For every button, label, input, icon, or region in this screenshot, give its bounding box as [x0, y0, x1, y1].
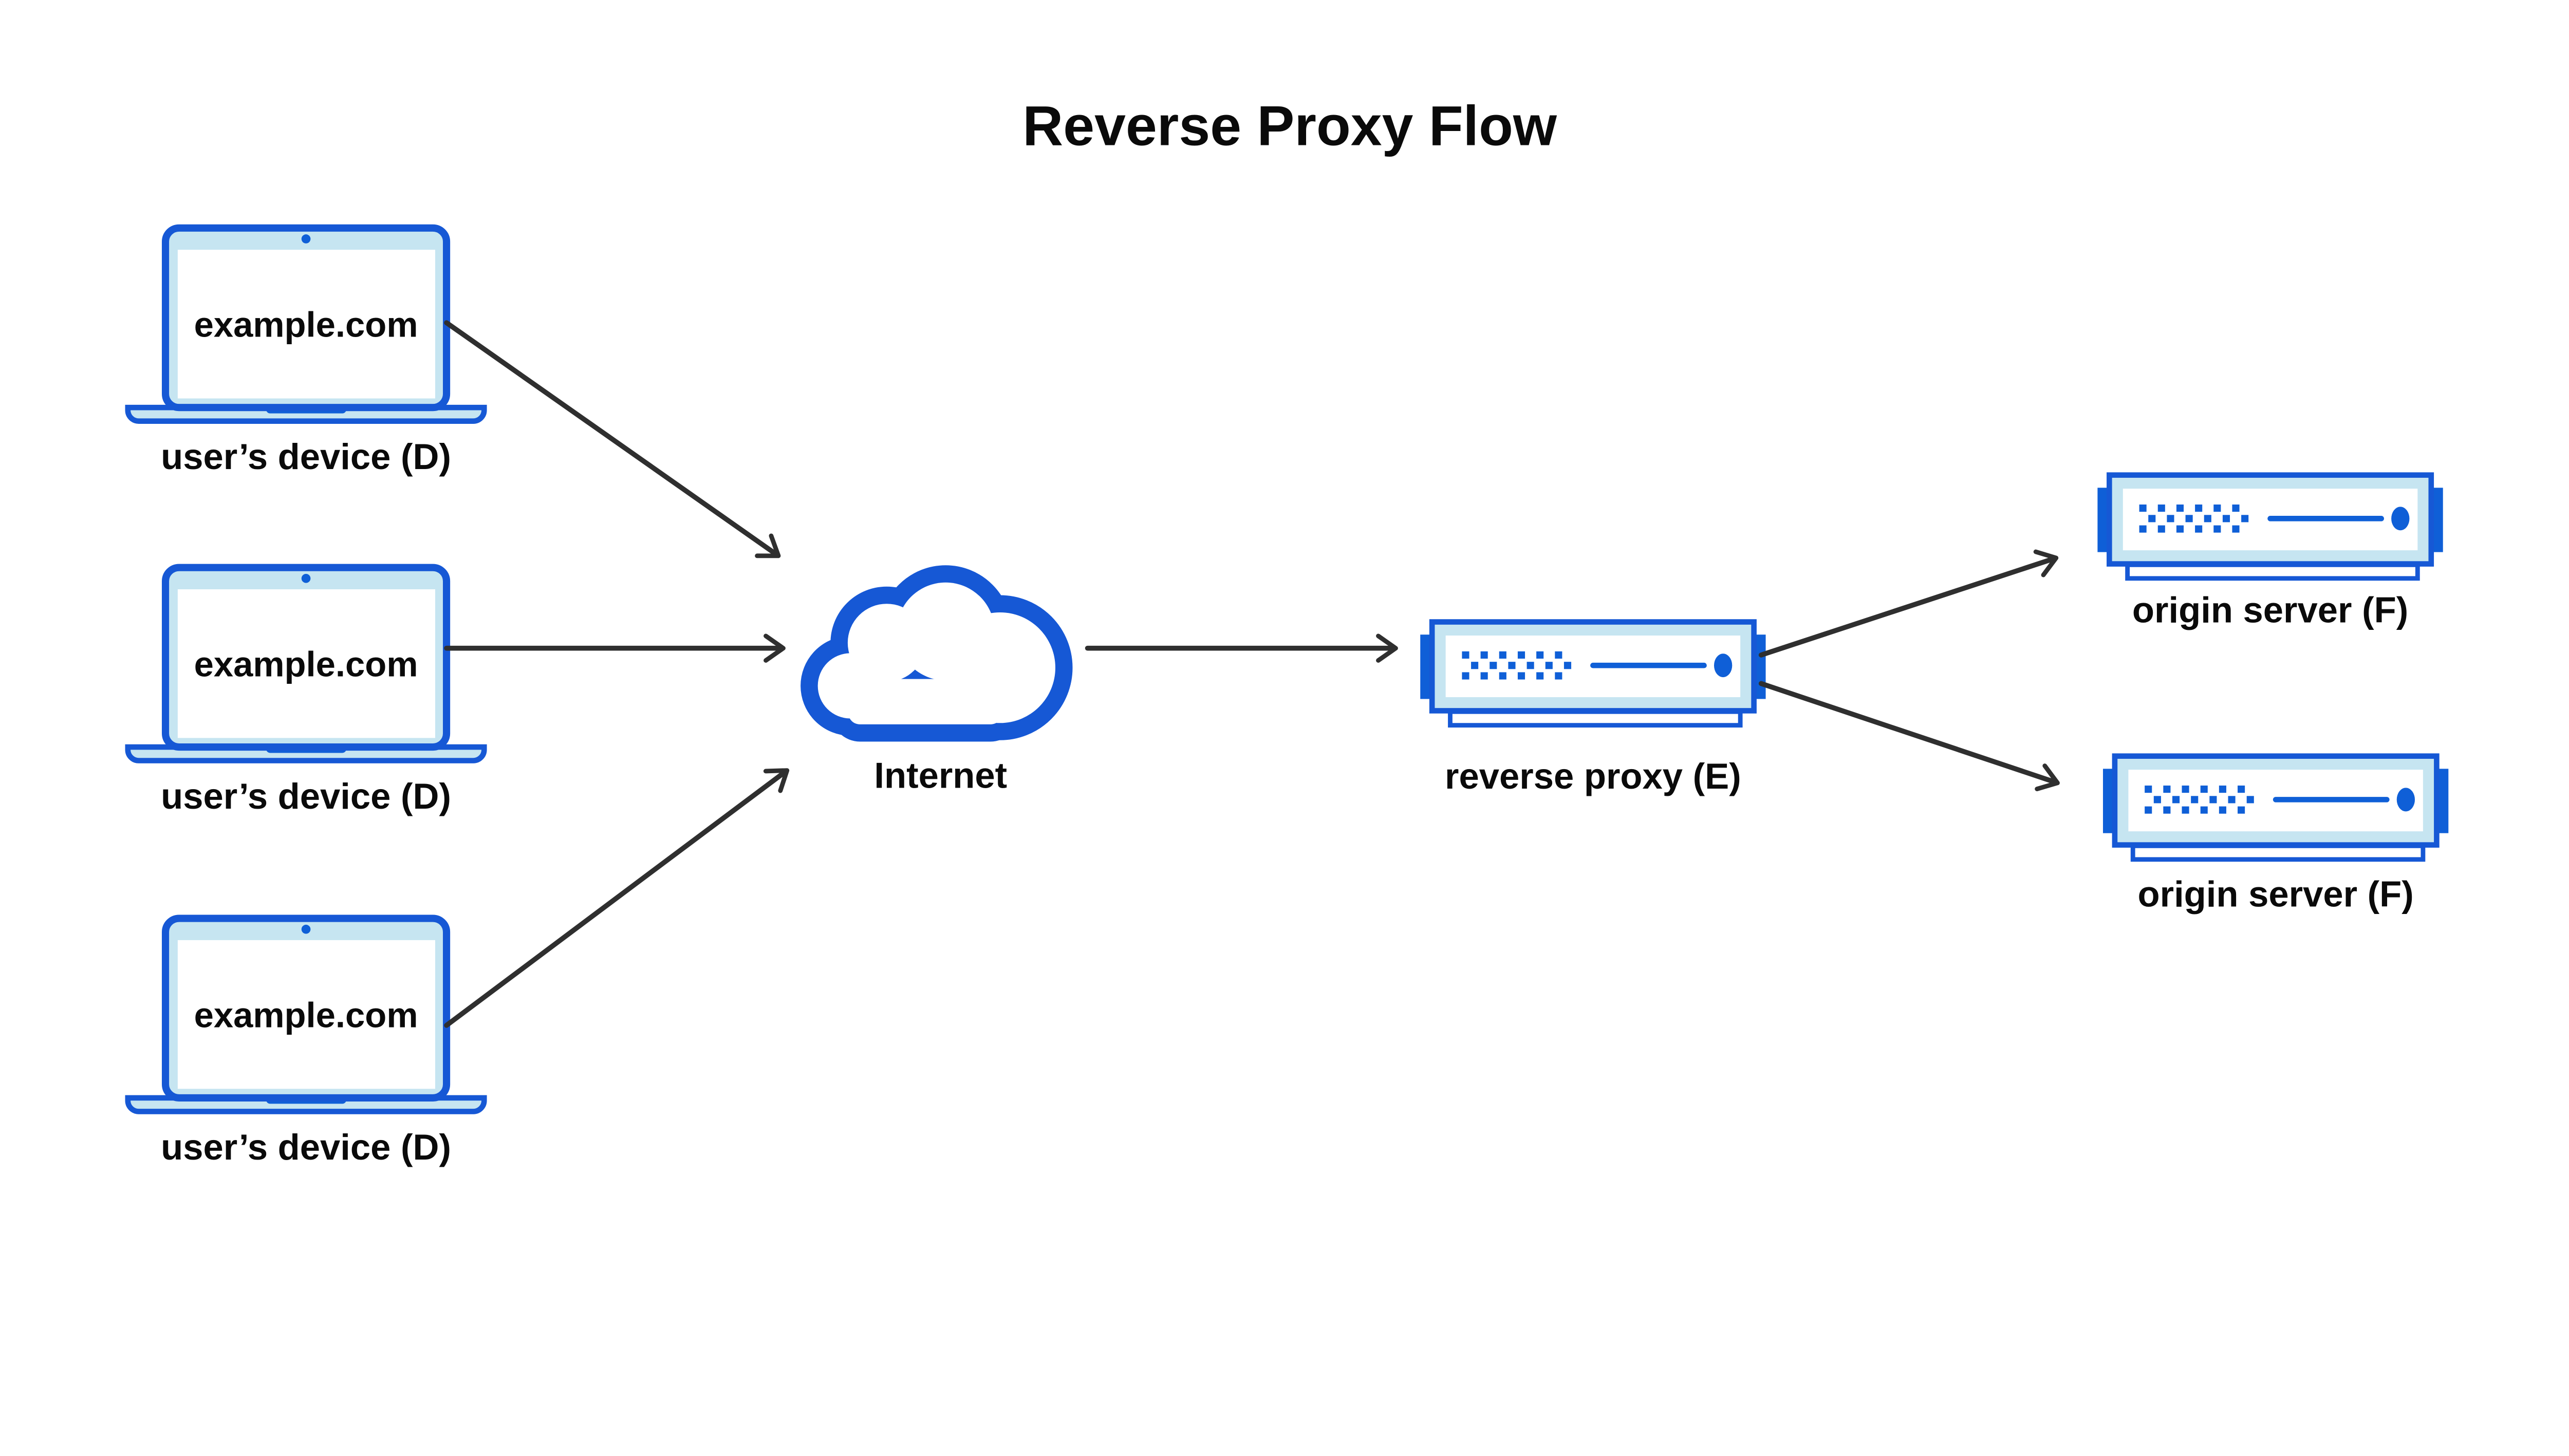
internet-cloud-icon	[801, 565, 1073, 742]
cloud-body	[817, 582, 1055, 724]
reverse-proxy	[1420, 622, 1765, 725]
origin-server-2	[2103, 756, 2448, 860]
user-device-3: example.com user’s device (D)	[128, 919, 484, 1167]
arrow-proxy-to-origin2	[1758, 681, 2060, 792]
device-label: user’s device (D)	[161, 436, 451, 477]
server-icon	[2103, 756, 2448, 860]
user-device-2: example.com user’s device (D)	[128, 568, 484, 816]
origin-server-1	[2097, 475, 2443, 578]
server-icon	[2097, 475, 2443, 578]
server-icon	[1420, 622, 1765, 725]
origin-server-2-label: origin server (F)	[2138, 874, 2414, 914]
arrow-device3-to-internet	[444, 768, 790, 1028]
device-screen-text: example.com	[194, 995, 418, 1035]
device-label: user’s device (D)	[161, 776, 451, 816]
origin-server-1-label: origin server (F)	[2132, 589, 2408, 630]
arrow-proxy-to-origin1	[1758, 549, 2059, 658]
reverse-proxy-label: reverse proxy (E)	[1445, 756, 1741, 796]
arrow-device1-to-internet	[444, 320, 781, 558]
reverse-proxy-flow-diagram: Reverse Proxy Flow example.com user’s de…	[124, 95, 2451, 1167]
user-device-1: example.com user’s device (D)	[128, 228, 484, 477]
device-screen-text: example.com	[194, 305, 418, 345]
diagram-title: Reverse Proxy Flow	[1022, 95, 1557, 157]
device-label: user’s device (D)	[161, 1127, 451, 1167]
device-screen-text: example.com	[194, 644, 418, 684]
internet-label: Internet	[874, 755, 1007, 795]
